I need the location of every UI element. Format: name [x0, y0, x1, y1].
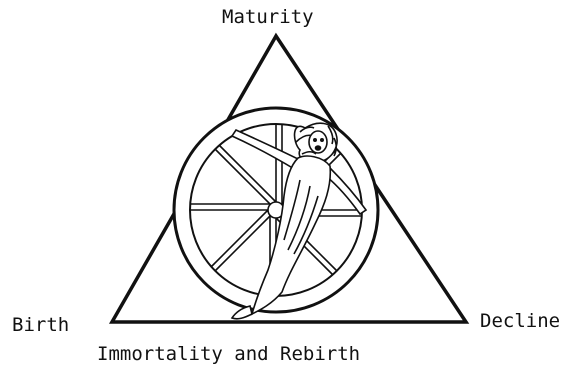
label-birth: Birth	[12, 316, 69, 335]
label-decline: Decline	[480, 312, 560, 331]
label-maturity: Maturity	[222, 8, 314, 27]
label-immortality-and-rebirth: Immortality and Rebirth	[97, 345, 360, 364]
